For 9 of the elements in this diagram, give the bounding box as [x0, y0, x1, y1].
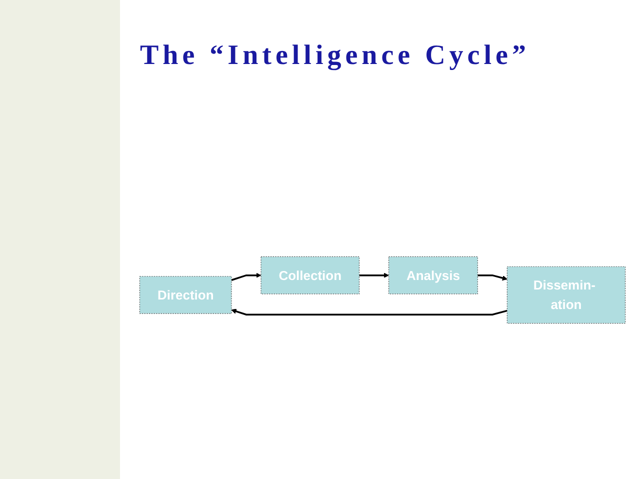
- arrow: [231, 308, 508, 316]
- arrow: [231, 272, 262, 281]
- title: The “Intelligence Cycle”: [140, 40, 531, 72]
- node-box: Collection: [260, 256, 360, 294]
- arrow: [478, 274, 508, 281]
- arrow: [359, 272, 389, 278]
- node-box: Direction: [139, 276, 232, 314]
- node-box: Analysis: [388, 256, 478, 294]
- node-box: Dissemin- ation: [506, 266, 626, 324]
